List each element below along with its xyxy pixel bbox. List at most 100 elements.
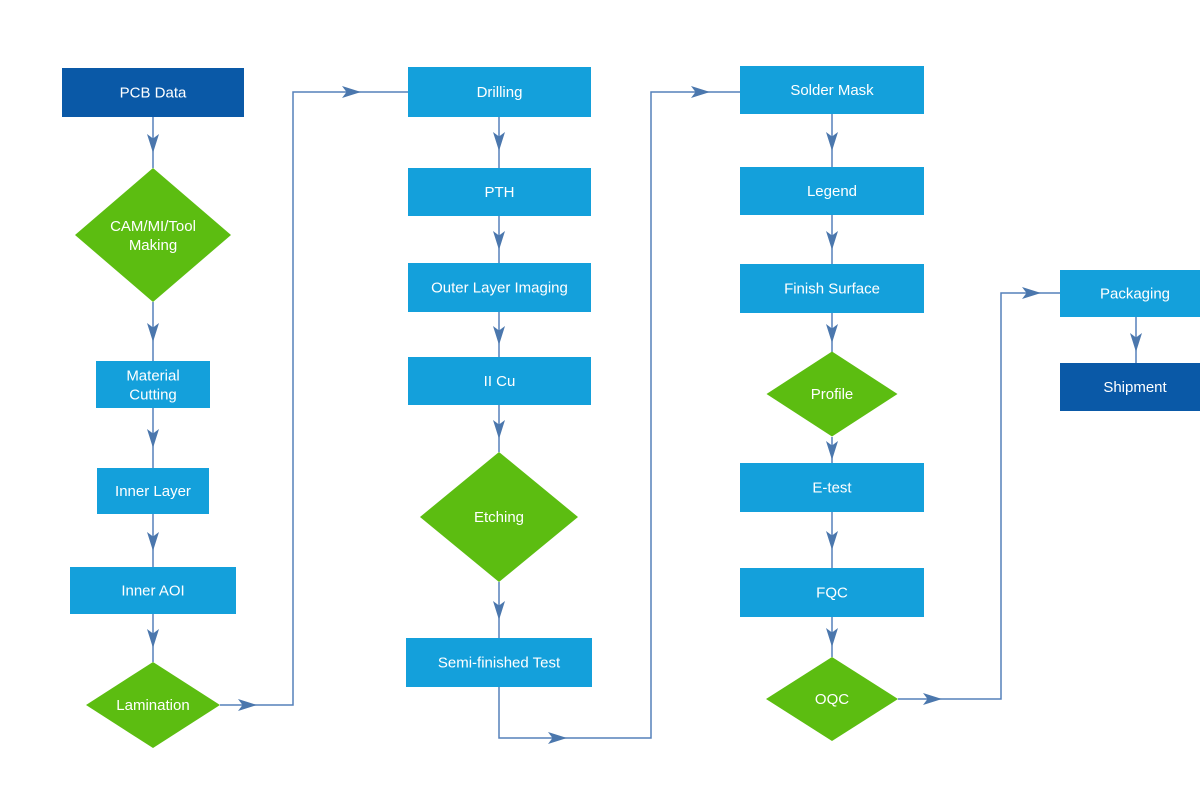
connector-semi-finished-test-to-solder-mask xyxy=(498,86,740,744)
node-label: II Cu xyxy=(484,373,516,390)
flow-node-pcb-data: PCB Data xyxy=(62,68,244,117)
connector-etching-to-semi-finished-test xyxy=(493,582,505,638)
inner-layer-rect-shape xyxy=(97,468,209,514)
connector-line xyxy=(220,91,408,706)
connector-solder-mask-to-legend xyxy=(826,114,838,167)
cam-mi-tool-making-diamond-shape xyxy=(75,168,231,302)
lamination-diamond-shape xyxy=(86,662,220,748)
arrowhead-icon xyxy=(826,628,838,647)
inner-aoi-rect-shape xyxy=(70,567,236,614)
arrowhead-icon xyxy=(493,601,505,620)
packaging-rect-shape xyxy=(1060,270,1200,317)
node-label: Lamination xyxy=(116,697,189,714)
connector-lamination-to-drilling xyxy=(220,86,408,711)
connector-legend-to-finish-surface xyxy=(826,215,838,264)
flow-node-legend: Legend xyxy=(740,167,924,215)
arrowhead-icon xyxy=(147,429,159,448)
flow-node-solder-mask: Solder Mask xyxy=(740,66,924,114)
connector-line xyxy=(498,91,740,739)
arrowhead-icon xyxy=(493,231,505,250)
arrowhead-icon xyxy=(1130,333,1142,352)
node-label: FQC xyxy=(816,585,848,602)
node-label: E-test xyxy=(812,480,852,497)
arrowhead-icon xyxy=(691,86,710,98)
semi-finished-test-rect-shape xyxy=(406,638,592,687)
connector-material-cutting-to-inner-layer xyxy=(147,408,159,468)
connector-oqc-to-packaging xyxy=(898,287,1060,705)
flow-node-etching: Etching xyxy=(420,452,578,582)
arrowhead-icon xyxy=(826,531,838,550)
connector-ii-cu-to-etching xyxy=(493,405,505,452)
flow-node-lamination: Lamination xyxy=(86,662,220,748)
connector-packaging-to-shipment xyxy=(1130,317,1142,363)
etching-diamond-shape xyxy=(420,452,578,582)
connector-outer-layer-imaging-to-ii-cu xyxy=(493,312,505,357)
flow-node-fqc: FQC xyxy=(740,568,924,617)
arrowhead-icon xyxy=(493,420,505,439)
connector-inner-layer-to-inner-aoi xyxy=(147,514,159,567)
connector-drilling-to-pth xyxy=(493,117,505,168)
flow-node-packaging: Packaging xyxy=(1060,270,1200,317)
arrowhead-icon xyxy=(147,323,159,342)
node-label: Legend xyxy=(807,183,857,200)
arrowhead-icon xyxy=(147,629,159,648)
drilling-rect-shape xyxy=(408,67,591,117)
flow-node-semi-finished-test: Semi-finished Test xyxy=(406,638,592,687)
connector-layer xyxy=(147,86,1142,744)
solder-mask-rect-shape xyxy=(740,66,924,114)
fqc-rect-shape xyxy=(740,568,924,617)
node-label: Packaging xyxy=(1100,286,1170,303)
e-test-rect-shape xyxy=(740,463,924,512)
flow-node-inner-aoi: Inner AOI xyxy=(70,567,236,614)
node-label: Profile xyxy=(811,386,854,403)
connector-inner-aoi-to-lamination xyxy=(147,614,159,662)
arrowhead-icon xyxy=(548,732,567,744)
profile-diamond-shape xyxy=(766,351,898,437)
flow-node-drilling: Drilling xyxy=(408,67,591,117)
oqc-diamond-shape xyxy=(766,657,898,741)
node-label: PCB Data xyxy=(120,85,187,102)
node-label: Inner Layer xyxy=(115,483,191,500)
flow-node-shipment: Shipment xyxy=(1060,363,1200,411)
ii-cu-rect-shape xyxy=(408,357,591,405)
flow-node-oqc: OQC xyxy=(766,657,898,741)
flow-node-profile: Profile xyxy=(766,351,898,437)
flow-node-ii-cu: II Cu xyxy=(408,357,591,405)
pth-rect-shape xyxy=(408,168,591,216)
flow-node-finish-surface: Finish Surface xyxy=(740,264,924,313)
node-label: Semi-finished Test xyxy=(438,655,561,672)
node-label: Drilling xyxy=(477,84,523,101)
flow-node-outer-layer-imaging: Outer Layer Imaging xyxy=(408,263,591,312)
arrowhead-icon xyxy=(826,441,838,460)
arrowhead-icon xyxy=(493,326,505,345)
node-label: Shipment xyxy=(1103,379,1167,396)
arrowhead-icon xyxy=(238,699,257,711)
connector-finish-surface-to-profile xyxy=(826,313,838,352)
connector-e-test-to-fqc xyxy=(826,512,838,568)
connector-pth-to-outer-layer-imaging xyxy=(493,216,505,263)
arrowhead-icon xyxy=(826,231,838,250)
node-label: OQC xyxy=(815,691,849,708)
pcb-data-rect-shape xyxy=(62,68,244,117)
node-label: Solder Mask xyxy=(790,82,874,99)
arrowhead-icon xyxy=(1022,287,1041,299)
arrowhead-icon xyxy=(147,532,159,551)
flow-node-pth: PTH xyxy=(408,168,591,216)
node-label: Finish Surface xyxy=(784,281,880,298)
material-cutting-rect-shape xyxy=(96,361,210,408)
outer-layer-imaging-rect-shape xyxy=(408,263,591,312)
flow-node-e-test: E-test xyxy=(740,463,924,512)
node-label: Outer Layer Imaging xyxy=(431,280,568,297)
arrowhead-icon xyxy=(147,134,159,153)
shipment-rect-shape xyxy=(1060,363,1200,411)
arrowhead-icon xyxy=(493,132,505,151)
connector-profile-to-e-test xyxy=(826,437,838,463)
connector-pcb-data-to-cam-mi-tool-making xyxy=(147,117,159,168)
